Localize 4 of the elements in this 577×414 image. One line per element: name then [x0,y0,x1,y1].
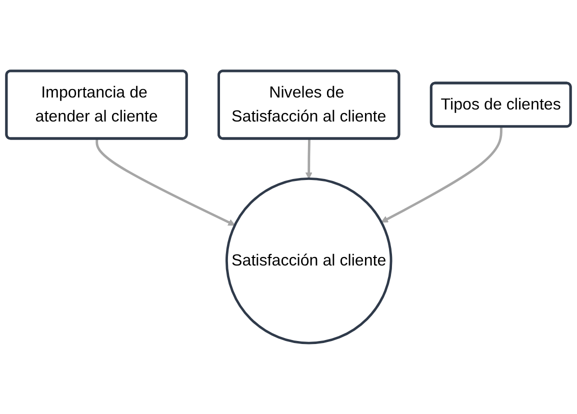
node-circle: Satisfacción al cliente [225,178,392,344]
arrow [96,138,236,226]
arrow [305,138,312,180]
arrow [381,126,502,223]
